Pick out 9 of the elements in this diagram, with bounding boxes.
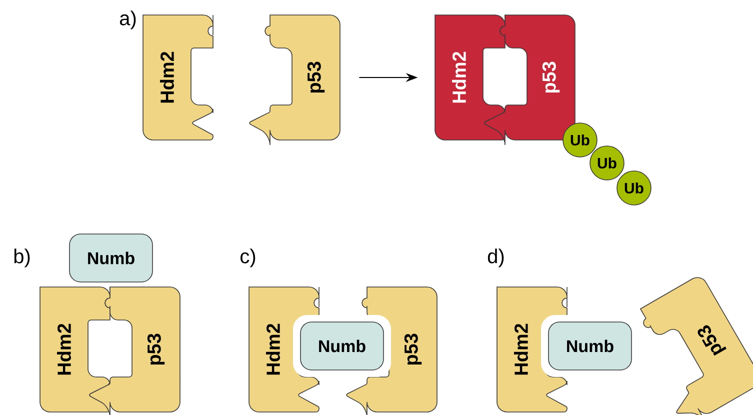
node-label: p53 <box>147 334 165 365</box>
panel-label: c) <box>240 248 256 268</box>
node-label: Numb <box>567 340 614 352</box>
numb-box: Numb <box>293 315 391 377</box>
panel-label: d) <box>488 248 504 268</box>
panel-label: a) <box>120 10 136 30</box>
panel-label: b) <box>14 248 30 268</box>
numb-box: Numb <box>69 234 153 282</box>
numb-box: Numb <box>541 315 639 377</box>
